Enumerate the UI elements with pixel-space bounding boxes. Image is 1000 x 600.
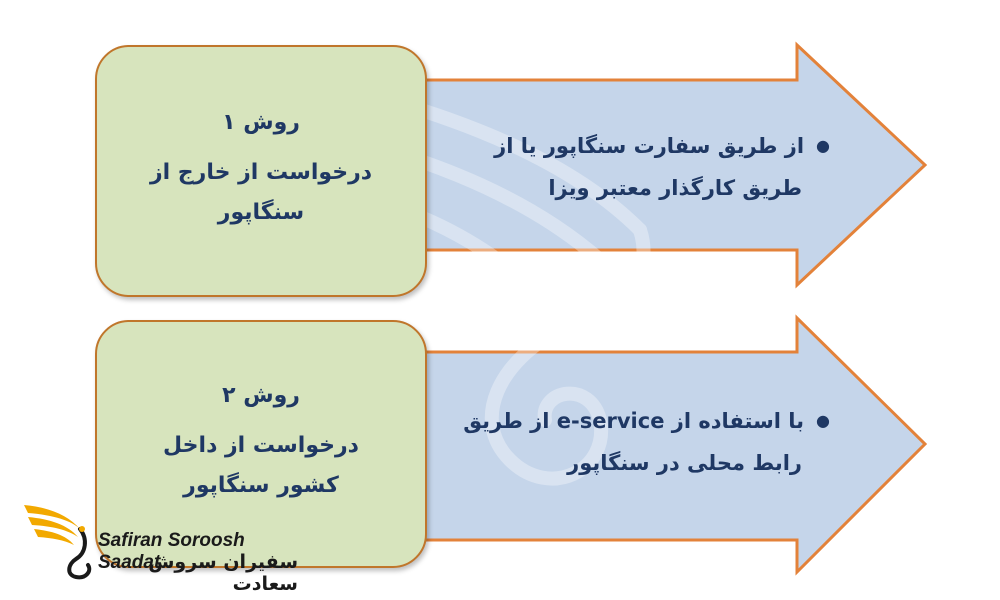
method-1-detail: ● از طریق سفارت سنگاپور یا از طریق کارگذ… <box>445 125 830 209</box>
logo: Safiran Soroosh Saadat سفیران سروش سعادت <box>18 495 298 595</box>
method-1-box: روش ۱ درخواست از خارج از سنگاپور <box>95 45 427 297</box>
bullet-icon: ● <box>816 136 830 155</box>
logo-name-fa: سفیران سروش سعادت <box>148 551 298 595</box>
arrow-2 <box>390 314 928 576</box>
method-2-detail-line-1: با استفاده از e-service از طریق <box>463 409 805 433</box>
method-1-detail-line-1: از طریق سفارت سنگاپور یا از <box>494 134 805 158</box>
method-2-detail: ● با استفاده از e-service از طریق رابط م… <box>430 400 830 484</box>
bullet-icon: ● <box>816 411 830 430</box>
arrow-1 <box>390 41 928 289</box>
method-1-detail-line-2: طریق کارگذار معتبر ویزا <box>548 176 802 200</box>
golden-swan-wing-icon <box>24 505 92 580</box>
method-2-title: روش ۲ <box>222 382 300 408</box>
method-1-description: درخواست از خارج از سنگاپور <box>149 159 373 225</box>
logo-name-en: Safiran Soroosh Saadat <box>98 530 245 573</box>
method-1-title: روش ۱ <box>222 109 300 135</box>
method-2-detail-line-2: رابط محلی در سنگاپور <box>567 451 802 475</box>
method-2-box: روش ۲ درخواست از داخل کشور سنگاپور <box>95 320 427 568</box>
method-2-description: درخواست از داخل کشور سنگاپور <box>163 432 359 498</box>
